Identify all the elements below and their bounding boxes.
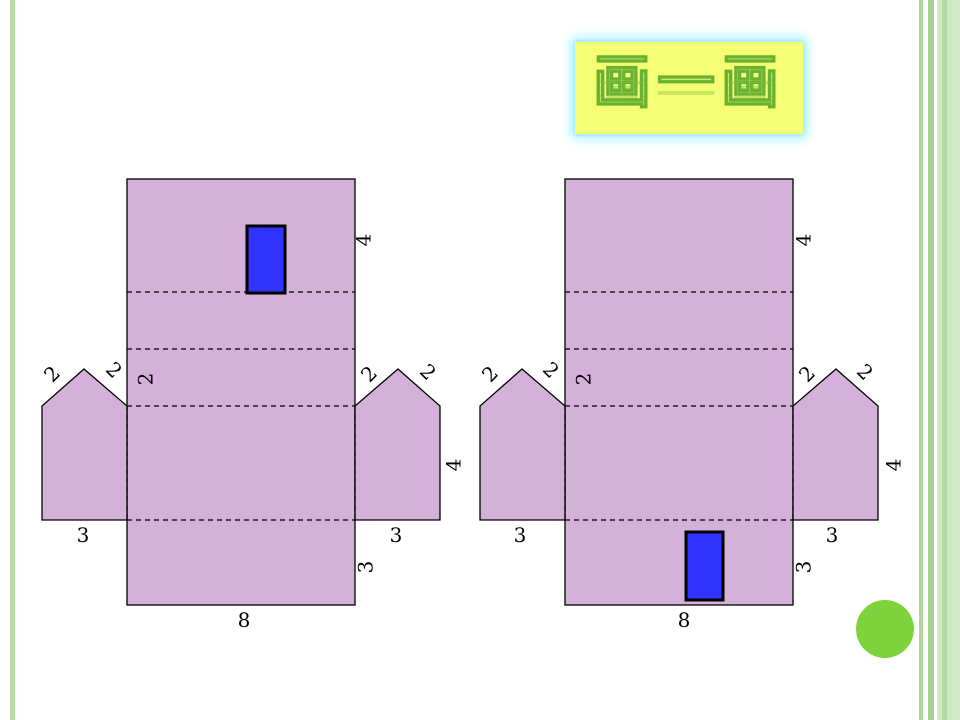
net-left: 4 2 2 2 2 2 4 3 3 3 8 <box>39 178 466 632</box>
net-right-label-right-width: 3 <box>826 523 839 547</box>
slide-title: 画一画 画一画 <box>592 48 785 116</box>
net-right-label-slope: 2 <box>794 361 820 387</box>
net-right-label-top-height: 4 <box>792 234 816 247</box>
net-right-label-left-width: 3 <box>514 523 527 547</box>
net-right-door <box>684 530 725 602</box>
net-left-right-pentagon <box>354 368 441 521</box>
net-left-label-left-width: 3 <box>77 523 90 547</box>
net-left-label-roof-height: 2 <box>134 373 158 386</box>
net-right-label-slope: 2 <box>538 357 564 383</box>
net-right-label-roof-height: 2 <box>572 373 596 386</box>
net-left-main-strip <box>126 178 356 606</box>
net-left-label-slope: 2 <box>356 361 382 387</box>
net-left-label-top-height: 4 <box>352 234 376 247</box>
right-decor-bar <box>919 0 923 720</box>
net-right-label-base-width: 8 <box>678 608 691 632</box>
net-left-label-slope: 2 <box>101 357 127 383</box>
net-left-label-slope: 2 <box>415 359 441 385</box>
net-left-label-base-width: 8 <box>238 608 251 632</box>
net-left-label-right-width: 3 <box>390 523 403 547</box>
net-right-left-pentagon <box>479 368 566 521</box>
left-decor-bar <box>10 0 15 720</box>
net-left-left-pentagon <box>41 368 128 521</box>
net-right-label-slope: 2 <box>477 361 503 387</box>
net-right-label-bottom-height: 3 <box>792 561 816 574</box>
right-decor-bar <box>942 0 947 720</box>
slide-title-text: 画一画 <box>592 48 785 116</box>
net-left-label-side-height: 4 <box>442 459 466 472</box>
net-left-door <box>245 224 287 295</box>
net-right-right-pentagon <box>792 368 879 521</box>
right-decor-bar <box>928 0 934 720</box>
next-slide-button[interactable] <box>856 600 914 658</box>
net-left-label-slope: 2 <box>39 361 65 387</box>
net-left-label-bottom-height: 3 <box>354 561 378 574</box>
net-right-label-slope: 2 <box>852 359 878 385</box>
net-right-label-side-height: 4 <box>882 459 906 472</box>
title-banner: 画一画 画一画 <box>575 42 803 134</box>
net-right-main-strip <box>564 178 794 606</box>
net-right: 4 2 2 2 2 2 4 3 3 3 8 <box>477 178 906 632</box>
